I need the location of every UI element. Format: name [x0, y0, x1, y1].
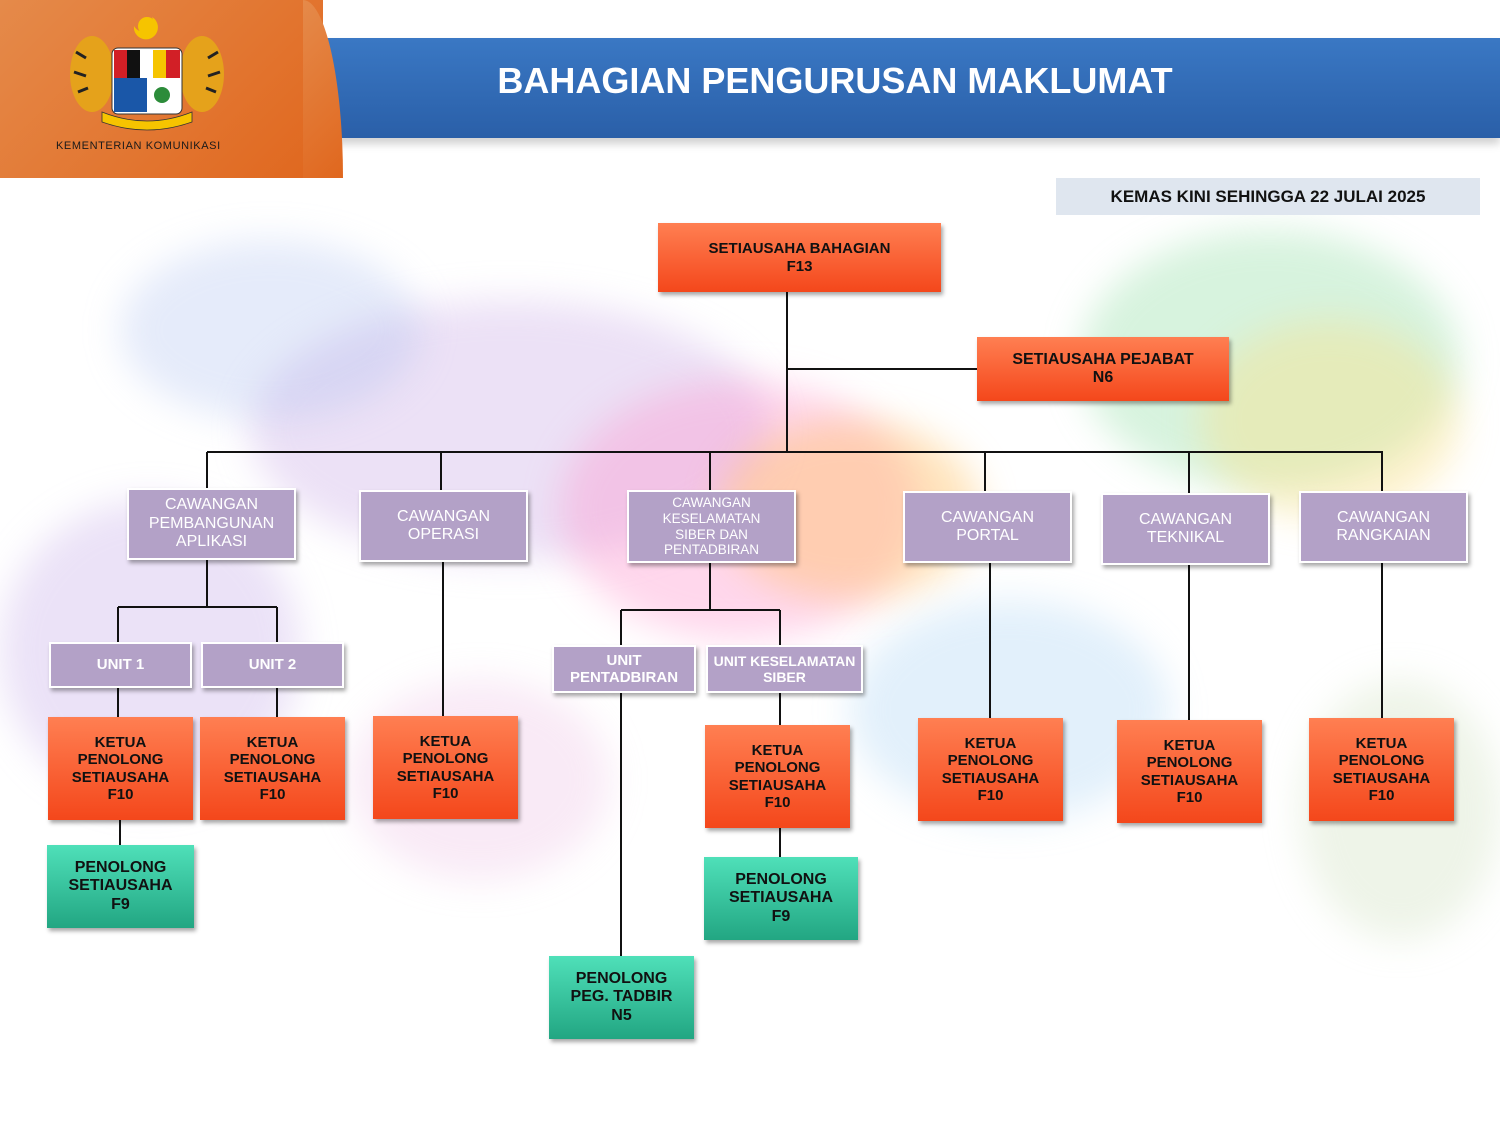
node-cawangan-portal: CAWANGAN PORTAL [903, 491, 1072, 563]
node-unit-1: UNIT 1 [49, 642, 192, 688]
node-ketua-portal: KETUA PENOLONG SETIAUSAHA F10 [918, 718, 1063, 821]
node-penolong-tadbir: PENOLONG PEG. TADBIR N5 [549, 956, 694, 1039]
node-cawangan-aplikasi: CAWANGAN PEMBANGUNAN APLIKASI [127, 488, 296, 560]
node-unit-keselamatan-siber: UNIT KESELAMATAN SIBER [706, 645, 863, 693]
node-unit-2: UNIT 2 [201, 642, 344, 688]
node-cawangan-rangkaian: CAWANGAN RANGKAIAN [1299, 491, 1468, 563]
node-cawangan-teknikal: CAWANGAN TEKNIKAL [1101, 493, 1270, 565]
coat-of-arms-logo [70, 17, 224, 131]
node-ketua-siber: KETUA PENOLONG SETIAUSAHA F10 [705, 725, 850, 828]
node-cawangan-siber: CAWANGAN KESELAMATAN SIBER DAN PENTADBIR… [627, 490, 796, 563]
node-ketua-teknikal: KETUA PENOLONG SETIAUSAHA F10 [1117, 720, 1262, 823]
node-setiausaha-bahagian: SETIAUSAHA BAHAGIAN F13 [658, 223, 941, 292]
node-ketua-unit-1: KETUA PENOLONG SETIAUSAHA F10 [48, 717, 193, 820]
node-ketua-operasi: KETUA PENOLONG SETIAUSAHA F10 [373, 716, 518, 819]
page-title: BAHAGIAN PENGURUSAN MAKLUMAT [497, 60, 1173, 101]
node-ketua-unit-2: KETUA PENOLONG SETIAUSAHA F10 [200, 717, 345, 820]
node-cawangan-operasi: CAWANGAN OPERASI [359, 490, 528, 562]
node-ketua-rangkaian: KETUA PENOLONG SETIAUSAHA F10 [1309, 718, 1454, 821]
node-penolong-unit-1: PENOLONG SETIAUSAHA F9 [47, 845, 194, 928]
node-setiausaha-pejabat: SETIAUSAHA PEJABAT N6 [977, 337, 1229, 401]
node-penolong-siber: PENOLONG SETIAUSAHA F9 [704, 857, 858, 940]
node-unit-pentadbiran: UNIT PENTADBIRAN [552, 645, 696, 693]
title-bar [305, 38, 1500, 138]
ministry-name: KEMENTERIAN KOMUNIKASI [56, 140, 221, 152]
updated-date: KEMAS KINI SEHINGGA 22 JULAI 2025 [1056, 178, 1480, 215]
